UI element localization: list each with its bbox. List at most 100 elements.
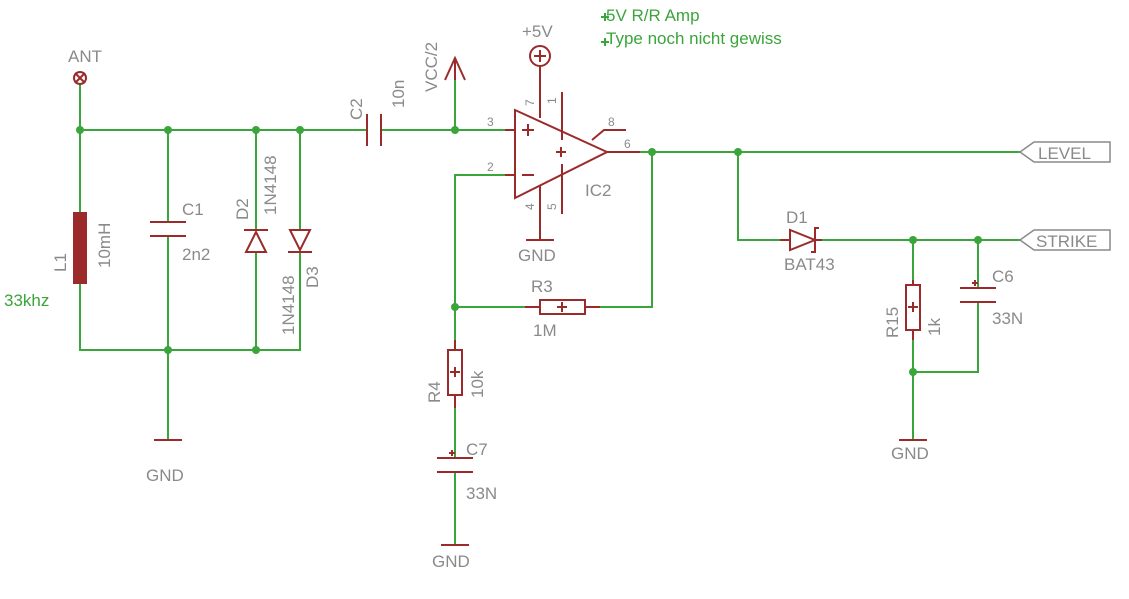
diode-icon — [288, 229, 312, 253]
pin-label-5: 5 — [545, 203, 559, 210]
note-frequency: 33khz — [4, 291, 49, 310]
c1-value: 2n2 — [182, 245, 210, 264]
c7-ref: C7 — [466, 440, 488, 459]
r3-ref: R3 — [531, 277, 553, 296]
d2-value: 1N4148 — [261, 155, 280, 215]
junction — [974, 236, 982, 244]
c2-value: 10n — [389, 80, 408, 108]
note-origin-mark — [601, 13, 609, 21]
gnd-r15: GND — [891, 439, 929, 463]
note-title-line2: Type noch nicht gewiss — [606, 29, 782, 48]
polarity-mark — [449, 450, 455, 456]
wire-c6-bottom — [912, 301, 979, 373]
diode-d2: D2 1N4148 — [233, 155, 280, 253]
gnd-label: GND — [891, 444, 929, 463]
capacitor-c2: C2 10n — [347, 80, 408, 146]
wire-r3-right — [599, 151, 653, 308]
note-title-line1: 5V R/R Amp — [606, 6, 700, 25]
resistor-r3: R3 1M — [525, 277, 600, 340]
level-label: LEVEL — [1038, 144, 1091, 163]
resistor-r15: R15 1k — [883, 280, 944, 340]
r4-ref: R4 — [425, 381, 444, 403]
port-level: LEVEL — [1018, 141, 1111, 163]
resistor-r4: R4 10k — [425, 340, 487, 408]
vcc-half-symbol: VCC/2 — [422, 42, 466, 92]
c6-value: 33N — [992, 309, 1023, 328]
supply-icon — [529, 45, 551, 67]
pin-8 — [591, 129, 626, 141]
strike-label: STRIKE — [1036, 232, 1097, 251]
antenna-icon — [73, 71, 87, 85]
c7-value: 33N — [466, 484, 497, 503]
junction — [909, 368, 917, 376]
supply-plus5v: +5V — [522, 22, 553, 67]
gnd-c7: GND — [432, 544, 470, 571]
notes: 5V R/R Amp Type noch nicht gewiss 33khz — [4, 6, 782, 310]
junction — [252, 346, 260, 354]
supply-plus — [534, 50, 546, 62]
capacitor-c1: C1 2n2 — [150, 200, 210, 264]
note-origin-mark — [601, 38, 609, 46]
pin-label-7: 7 — [523, 99, 537, 106]
resistor-mark — [908, 302, 918, 312]
capacitor-icon — [150, 221, 186, 237]
diode-d1: D1 BAT43 — [780, 208, 835, 274]
d1-value: BAT43 — [784, 255, 835, 274]
r15-ref: R15 — [883, 307, 902, 338]
ic2-ref: IC2 — [585, 181, 611, 200]
junctions — [76, 126, 982, 376]
d2-ref: D2 — [233, 198, 252, 220]
pin-label-4: 4 — [523, 203, 537, 210]
junction — [76, 126, 84, 134]
c2-ref: C2 — [347, 98, 366, 120]
gnd-label: GND — [518, 246, 556, 265]
port-flag-icon — [1018, 141, 1111, 163]
diode-d3: 1N4148 D3 — [279, 229, 322, 335]
gnd-label: GND — [146, 466, 184, 485]
d1-ref: D1 — [786, 208, 808, 227]
pin-label-1: 1 — [545, 97, 559, 104]
gnd-label: GND — [432, 552, 470, 571]
junction — [164, 126, 172, 134]
l1-ref: L1 — [51, 253, 70, 272]
pin-label-2: 2 — [487, 160, 494, 174]
antenna: ANT — [68, 47, 102, 85]
d3-value: 1N4148 — [279, 275, 298, 335]
inner-plus-sign — [556, 147, 566, 157]
d3-ref: D3 — [303, 266, 322, 288]
capacitor-icon — [366, 114, 382, 146]
arrow-up-icon — [444, 55, 466, 81]
port-strike: STRIKE — [1018, 229, 1111, 251]
vcc-half-label: VCC/2 — [422, 42, 441, 92]
junction — [296, 126, 304, 134]
r3-value: 1M — [533, 321, 557, 340]
antenna-cross — [74, 72, 86, 84]
port-flag-icon — [1018, 229, 1111, 251]
pin-label-8: 8 — [608, 115, 615, 129]
pin-label-6: 6 — [624, 137, 631, 151]
junction — [252, 126, 260, 134]
capacitor-c6: C6 33N — [960, 267, 1023, 328]
wire-to-d1 — [737, 151, 781, 241]
capacitor-icon — [960, 287, 996, 303]
junction — [451, 303, 459, 311]
gnd-opamp: GND — [518, 239, 556, 265]
capacitor-c7: C7 33N — [437, 440, 497, 503]
r4-value: 10k — [468, 370, 487, 398]
capacitor-icon — [437, 457, 473, 473]
l1-value: 10mH — [95, 223, 114, 268]
resistor-icon — [539, 299, 586, 315]
junction — [909, 236, 917, 244]
resistor-mark — [450, 367, 460, 377]
plus-sign — [522, 124, 534, 136]
pin-label-3: 3 — [487, 115, 494, 129]
schottky-diode-icon — [789, 228, 818, 252]
wires — [79, 79, 1021, 546]
junction — [164, 346, 172, 354]
gnd-input: GND — [146, 439, 184, 485]
diode-icon — [244, 229, 268, 253]
resistor-mark — [557, 302, 567, 312]
junction — [648, 148, 656, 156]
c1-ref: C1 — [182, 200, 204, 219]
